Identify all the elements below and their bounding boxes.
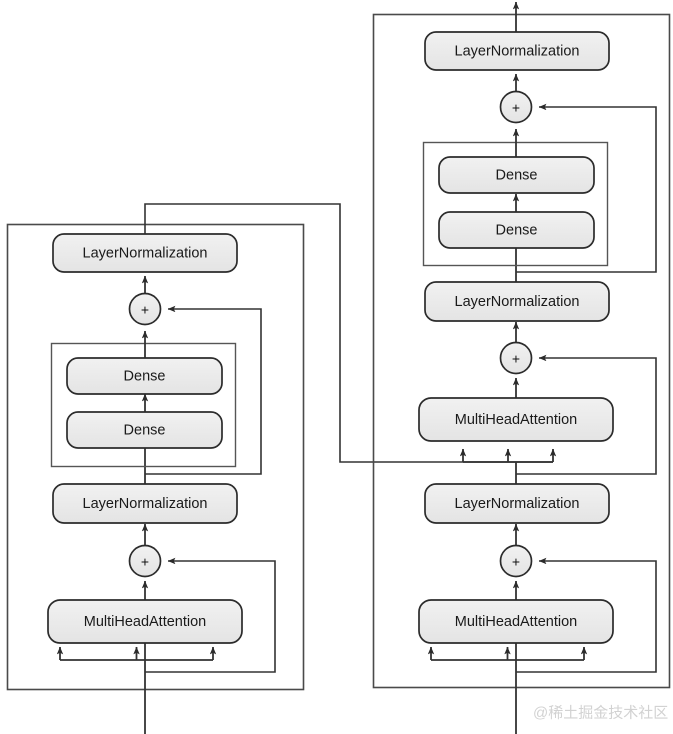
plus-sign-label: +	[512, 554, 520, 570]
node-dec-dense-lower[interactable]: Dense	[438, 211, 595, 249]
node-label: MultiHeadAttention	[84, 614, 207, 630]
node-dec-add-top[interactable]: +	[499, 90, 533, 124]
encoder-feedforward-group-outline	[50, 342, 237, 468]
encoder-output-to-decoder-line	[144, 203, 553, 463]
node-dec-crossattention[interactable]: MultiHeadAttention	[418, 397, 614, 442]
decoder-residual-top	[516, 103, 657, 273]
node-label: MultiHeadAttention	[455, 412, 578, 428]
node-label: LayerNormalization	[455, 496, 580, 512]
node-label: LayerNormalization	[83, 246, 208, 262]
node-dec-layernorm-top[interactable]: LayerNormalization	[424, 31, 610, 71]
plus-sign-label: +	[512, 100, 520, 116]
node-dec-layernorm-mid[interactable]: LayerNormalization	[424, 281, 610, 322]
node-dec-layernorm-bottom[interactable]: LayerNormalization	[424, 483, 610, 524]
node-dec-add-mid[interactable]: +	[499, 341, 533, 375]
node-enc-add-bottom[interactable]: +	[128, 544, 162, 578]
node-label: Dense	[124, 369, 166, 385]
decoder-residual-bottom	[516, 557, 657, 673]
node-enc-dense-upper[interactable]: Dense	[66, 357, 223, 395]
node-enc-dense-lower[interactable]: Dense	[66, 411, 223, 449]
plus-sign-label: +	[512, 351, 520, 367]
node-label: Dense	[124, 423, 166, 439]
node-dec-selfattention[interactable]: MultiHeadAttention	[418, 599, 614, 644]
node-enc-layernorm-mid[interactable]: LayerNormalization	[52, 483, 238, 524]
node-dec-dense-upper[interactable]: Dense	[438, 156, 595, 194]
encoder-residual-bottom	[145, 557, 276, 673]
node-label: Dense	[496, 168, 538, 184]
encoder-block-outline	[6, 223, 305, 691]
node-label: MultiHeadAttention	[455, 614, 578, 630]
plus-sign-label: +	[141, 554, 149, 570]
node-enc-multiheadattention[interactable]: MultiHeadAttention	[47, 599, 243, 644]
decoder-block-outline	[372, 13, 671, 689]
node-dec-add-bottom[interactable]: +	[499, 544, 533, 578]
plus-sign-label: +	[141, 302, 149, 318]
encoder-residual-top	[145, 305, 262, 475]
node-label: LayerNormalization	[455, 294, 580, 310]
node-enc-layernorm-top[interactable]: LayerNormalization	[52, 233, 238, 273]
node-label: LayerNormalization	[455, 44, 580, 60]
node-label: LayerNormalization	[83, 496, 208, 512]
node-enc-add-top[interactable]: +	[128, 292, 162, 326]
decoder-residual-mid	[516, 354, 657, 475]
watermark-label: @稀土掘金技术社区	[533, 705, 668, 722]
node-label: Dense	[496, 223, 538, 239]
